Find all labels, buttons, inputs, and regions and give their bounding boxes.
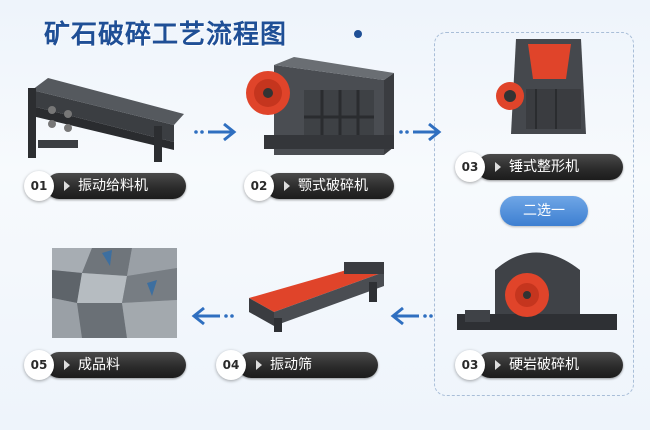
step-3b: 硬岩破碎机 03 (455, 350, 623, 380)
step-1-number: 01 (24, 171, 54, 201)
step-4-label: 振动筛 (270, 357, 312, 373)
arrow-right-icon (399, 122, 442, 142)
vibrating-screen-image (249, 262, 384, 332)
pointer-triangle-icon (284, 181, 290, 191)
step-3a-pill: 锤式整形机 (477, 154, 623, 180)
finished-material-image (52, 248, 177, 338)
step-5: 成品料 05 (24, 350, 186, 380)
step-2-pill: 颚式破碎机 (266, 173, 394, 199)
choice-badge: 二选一 (500, 196, 588, 226)
step-4-number: 04 (216, 350, 246, 380)
page-title: 矿石破碎工艺流程图 (44, 20, 288, 50)
step-5-label: 成品料 (78, 357, 120, 373)
step-5-number: 05 (24, 350, 54, 380)
pointer-triangle-icon (495, 162, 501, 172)
pointer-triangle-icon (64, 181, 70, 191)
alternative-group-box (434, 32, 634, 396)
step-2-number: 02 (244, 171, 274, 201)
arrow-left-icon (191, 306, 234, 326)
hard-rock-crusher-image (457, 252, 617, 330)
vibrating-feeder-image (28, 78, 184, 162)
pointer-triangle-icon (256, 360, 262, 370)
step-4-pill: 振动筛 (238, 352, 378, 378)
step-1-label: 振动给料机 (78, 178, 148, 194)
step-1: 振动给料机 01 (24, 171, 186, 201)
step-3a: 锤式整形机 03 (455, 152, 623, 182)
pointer-triangle-icon (495, 360, 501, 370)
arrow-right-icon (194, 122, 237, 142)
step-3b-label: 硬岩破碎机 (509, 357, 579, 373)
step-3a-label: 锤式整形机 (509, 159, 579, 175)
step-1-pill: 振动给料机 (46, 173, 186, 199)
step-3b-number: 03 (455, 350, 485, 380)
step-2-label: 颚式破碎机 (298, 178, 368, 194)
title-dot (354, 30, 362, 38)
step-2: 颚式破碎机 02 (244, 171, 394, 201)
step-5-pill: 成品料 (46, 352, 186, 378)
hammer-shaper-image (496, 39, 586, 134)
step-4: 振动筛 04 (216, 350, 378, 380)
pointer-triangle-icon (64, 360, 70, 370)
step-3a-number: 03 (455, 152, 485, 182)
jaw-crusher-image (246, 57, 394, 155)
step-3b-pill: 硬岩破碎机 (477, 352, 623, 378)
arrow-left-icon (390, 306, 433, 326)
